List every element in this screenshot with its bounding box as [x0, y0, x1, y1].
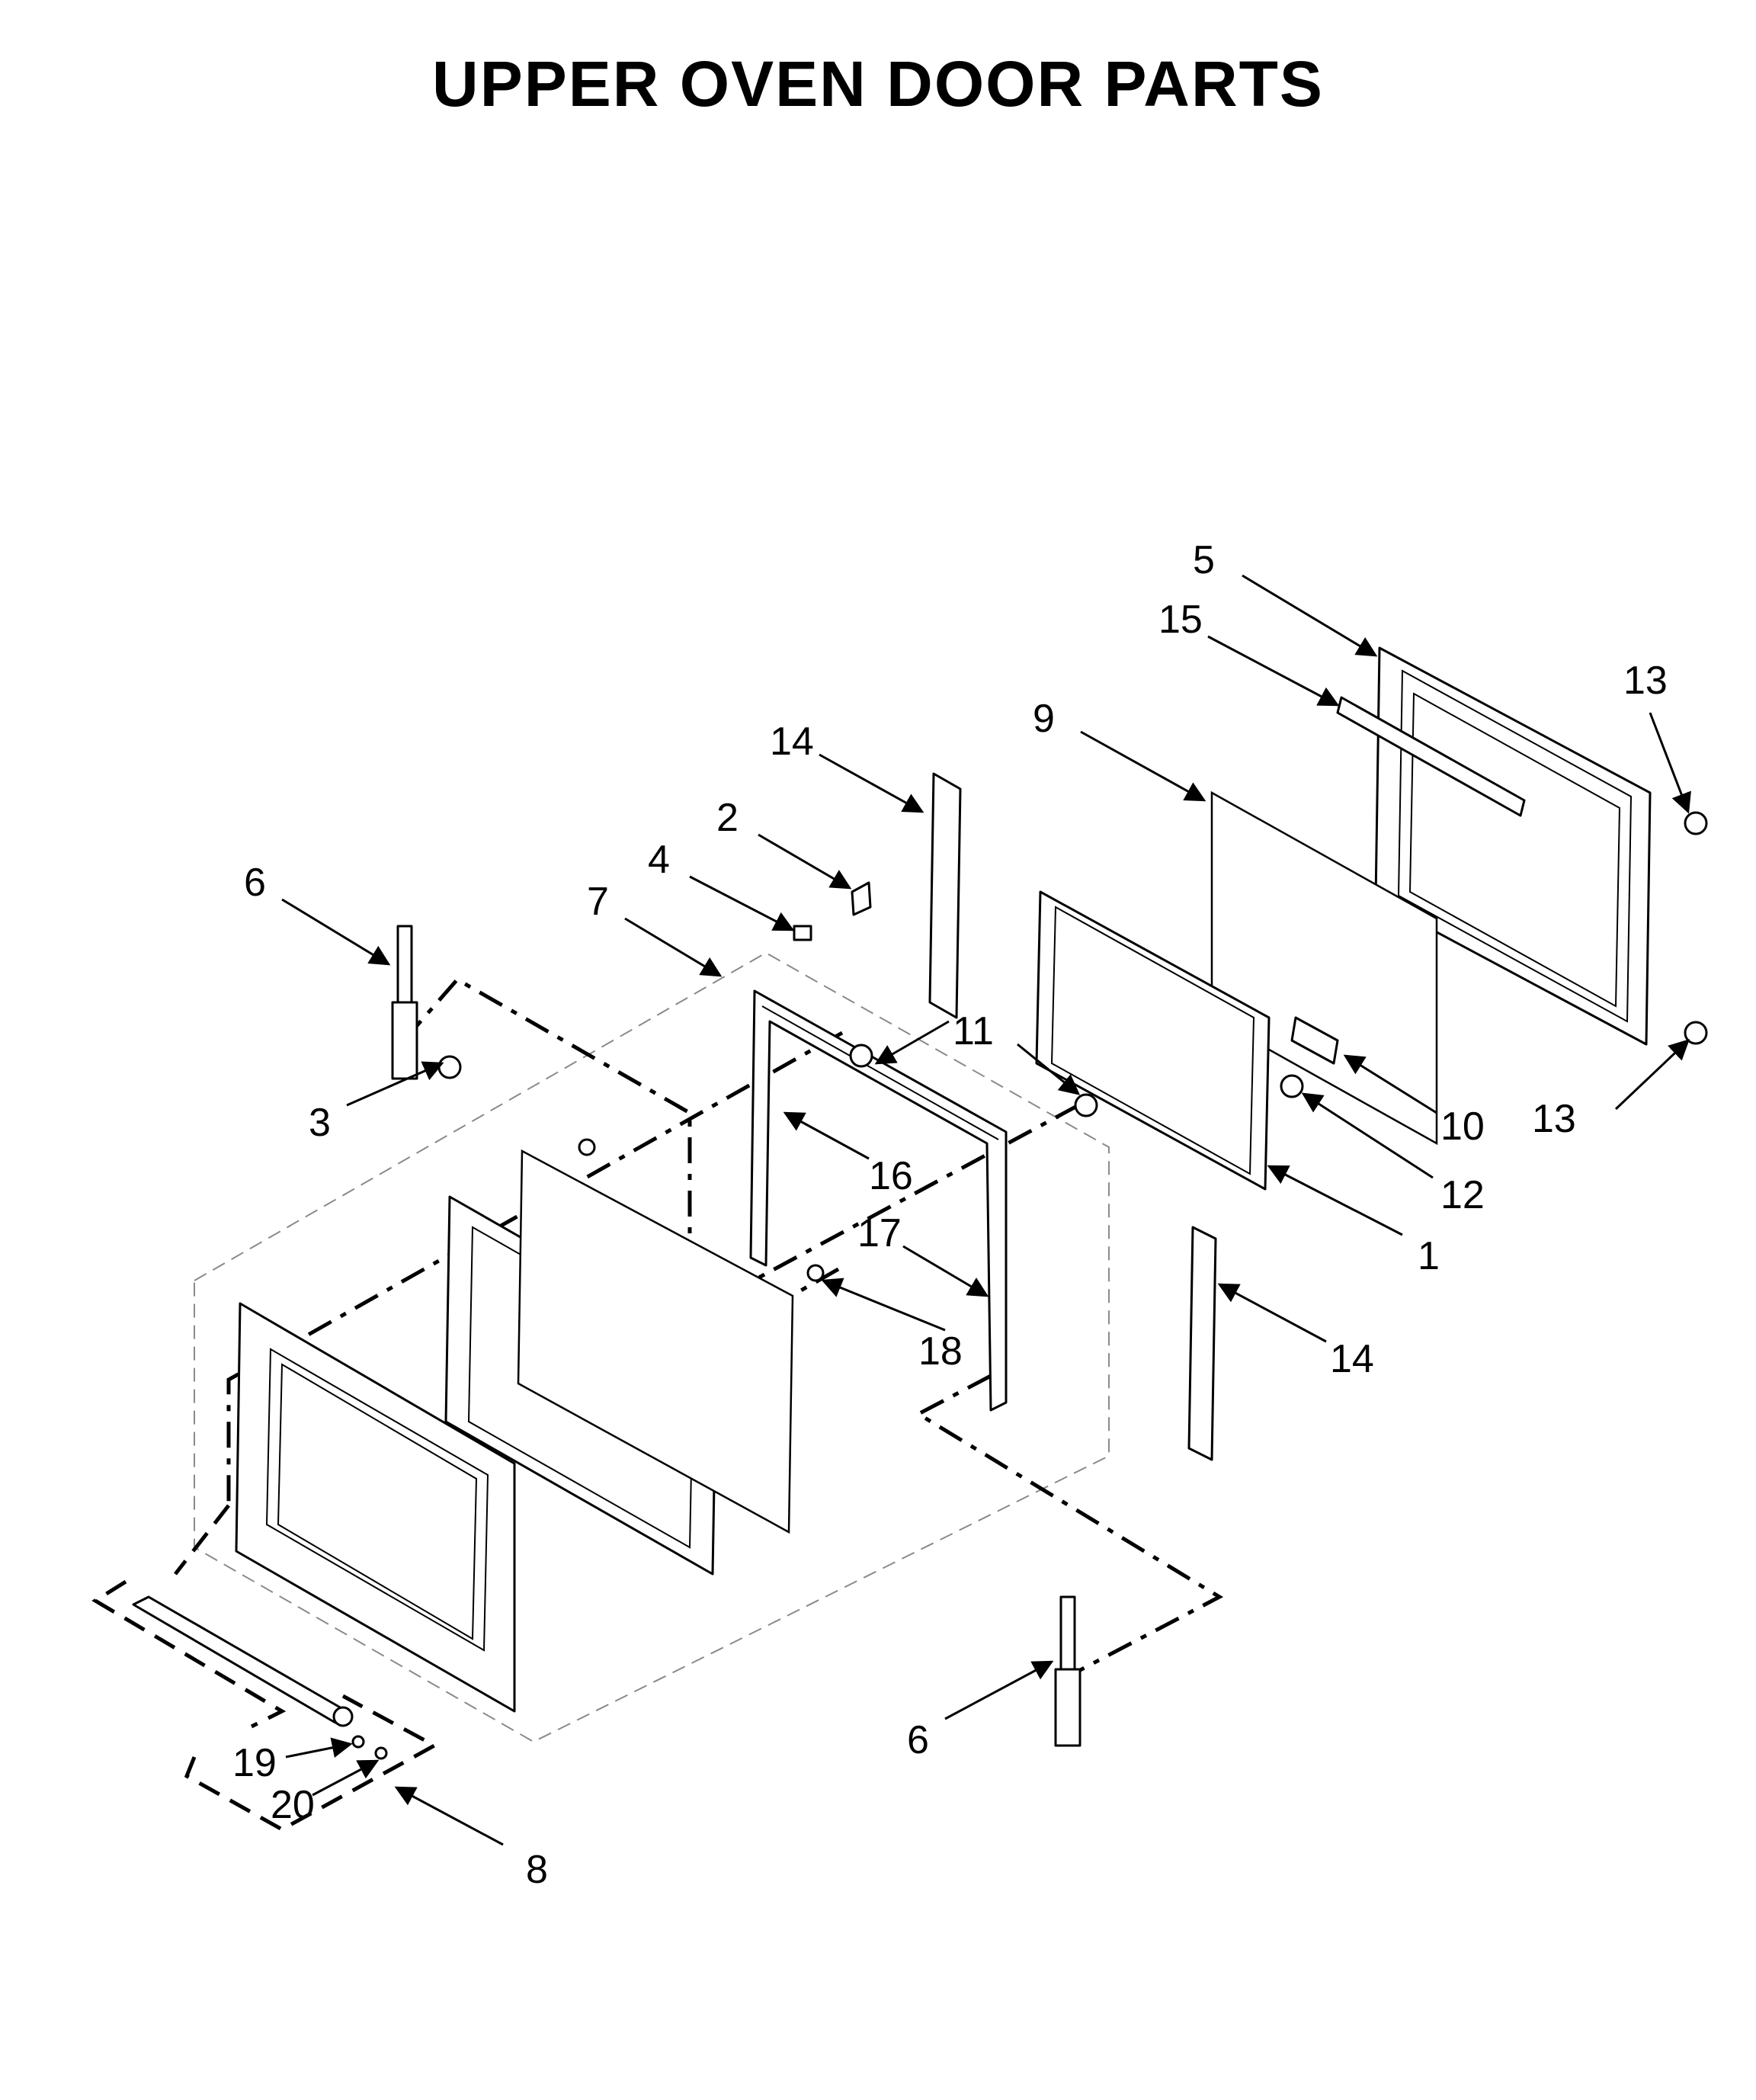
callout-13-upper: 13	[1623, 659, 1668, 703]
callout-3: 3	[309, 1101, 331, 1145]
small-bracket	[793, 925, 812, 941]
inner-glass-pane	[1210, 790, 1438, 1146]
clip-part	[851, 881, 872, 916]
screws	[351, 811, 1708, 1760]
leader-lines	[281, 574, 1691, 1846]
callout-9: 9	[1033, 697, 1055, 741]
callout-15: 15	[1158, 598, 1203, 642]
inner-door-liner	[1374, 646, 1652, 1046]
callout-8: 8	[526, 1848, 548, 1892]
callout-19: 19	[232, 1741, 277, 1785]
callout-17: 17	[857, 1211, 902, 1255]
callout-14-lower: 14	[1330, 1337, 1374, 1381]
callout-18: 18	[918, 1329, 963, 1374]
callout-13-lower: 13	[1532, 1097, 1576, 1141]
callout-14-upper: 14	[770, 720, 814, 764]
outer-door-panel	[235, 1302, 516, 1713]
hinge-lower	[1054, 1595, 1081, 1747]
top-trim-rail	[1336, 696, 1526, 817]
callouts: 5 15 13 9 14 2 4 6 7 11 3 10 13 12 16 1 …	[232, 538, 1668, 1892]
callout-4: 4	[648, 838, 670, 882]
door-handle	[132, 1595, 354, 1727]
callout-16: 16	[869, 1154, 913, 1198]
side-trim-lower	[1187, 1226, 1217, 1461]
callout-6-lower: 6	[907, 1718, 929, 1762]
glass-pack-frame	[1035, 890, 1271, 1191]
callout-6-upper: 6	[244, 861, 266, 905]
side-trim-upper	[928, 772, 962, 1019]
callout-2: 2	[716, 796, 739, 840]
callout-5: 5	[1193, 538, 1215, 582]
door-spacer-frame	[749, 989, 1008, 1412]
callout-20: 20	[271, 1783, 315, 1827]
callout-11: 11	[953, 1009, 994, 1053]
callout-10: 10	[1440, 1105, 1485, 1149]
callout-12: 12	[1440, 1173, 1485, 1217]
page-title: UPPER OVEN DOOR PARTS	[432, 48, 1324, 120]
callout-7: 7	[587, 880, 609, 924]
callout-1: 1	[1418, 1234, 1440, 1278]
hinge-upper	[391, 925, 418, 1080]
inner-door-panel	[444, 1149, 794, 1576]
bracket-10	[1290, 1016, 1339, 1065]
